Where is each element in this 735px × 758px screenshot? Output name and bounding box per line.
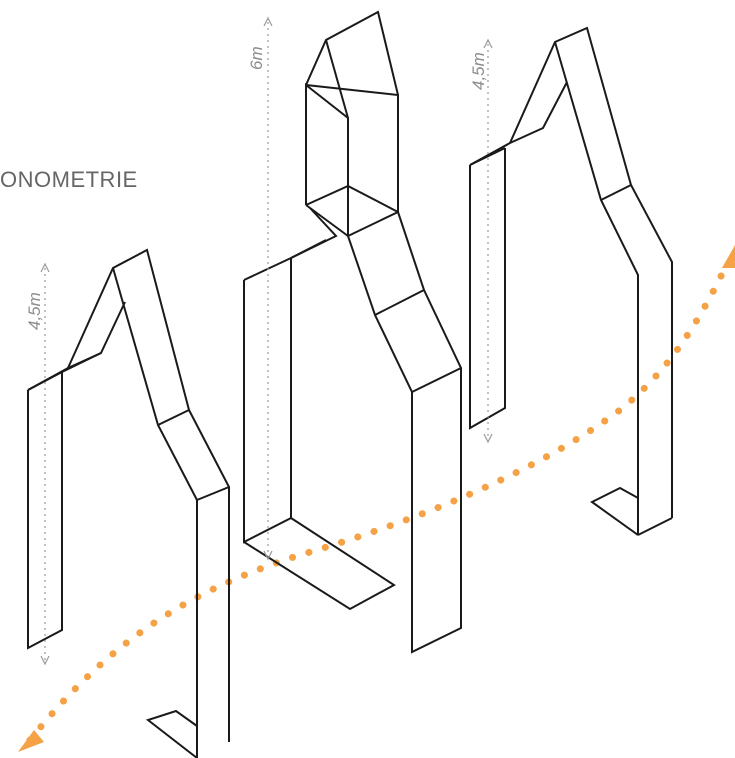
path-start-arrow-icon xyxy=(18,730,44,752)
dim-arrow-up-icon xyxy=(263,16,273,27)
center-frame xyxy=(243,10,462,654)
dimension-label-center: 6m xyxy=(247,46,266,70)
dimension-left: 4,5m xyxy=(25,262,50,666)
left-frame xyxy=(27,248,230,758)
diagram-title: ONOMETRIE xyxy=(0,167,138,192)
dim-arrow-up-icon xyxy=(483,38,493,49)
dimension-center: 6m xyxy=(247,16,273,561)
dim-arrow-up-icon xyxy=(40,262,50,273)
dim-arrow-down-icon xyxy=(40,655,50,666)
path-end-arrow-icon xyxy=(722,245,735,268)
dimension-right: 4,5m xyxy=(469,38,493,444)
dimension-label-left: 4,5m xyxy=(25,292,44,330)
dim-arrow-down-icon xyxy=(483,433,493,444)
walking-path xyxy=(18,245,735,752)
right-frame xyxy=(469,26,673,536)
dim-arrow-down-icon xyxy=(263,550,273,561)
dimension-label-right: 4,5m xyxy=(469,52,488,90)
